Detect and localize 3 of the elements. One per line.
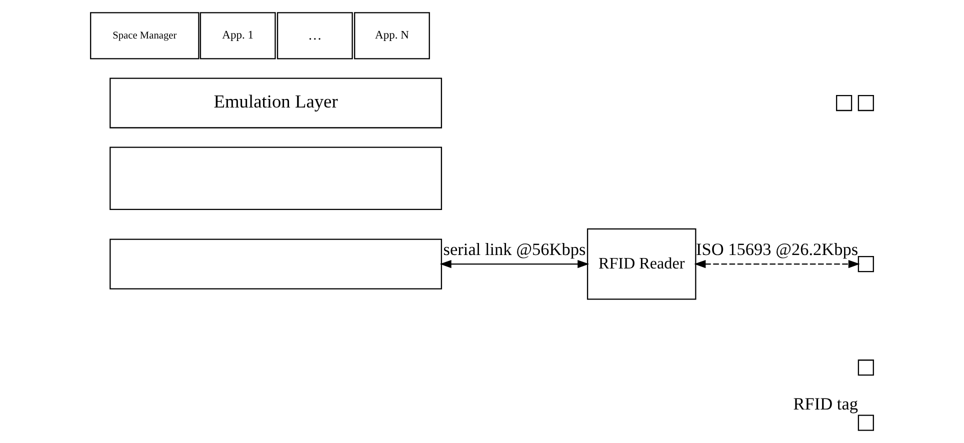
node-label: RFID tag bbox=[793, 394, 858, 414]
edge-label: serial link @56Kbps bbox=[443, 240, 586, 259]
edge-label: ISO 15693 @26.2Kbps bbox=[696, 240, 858, 259]
